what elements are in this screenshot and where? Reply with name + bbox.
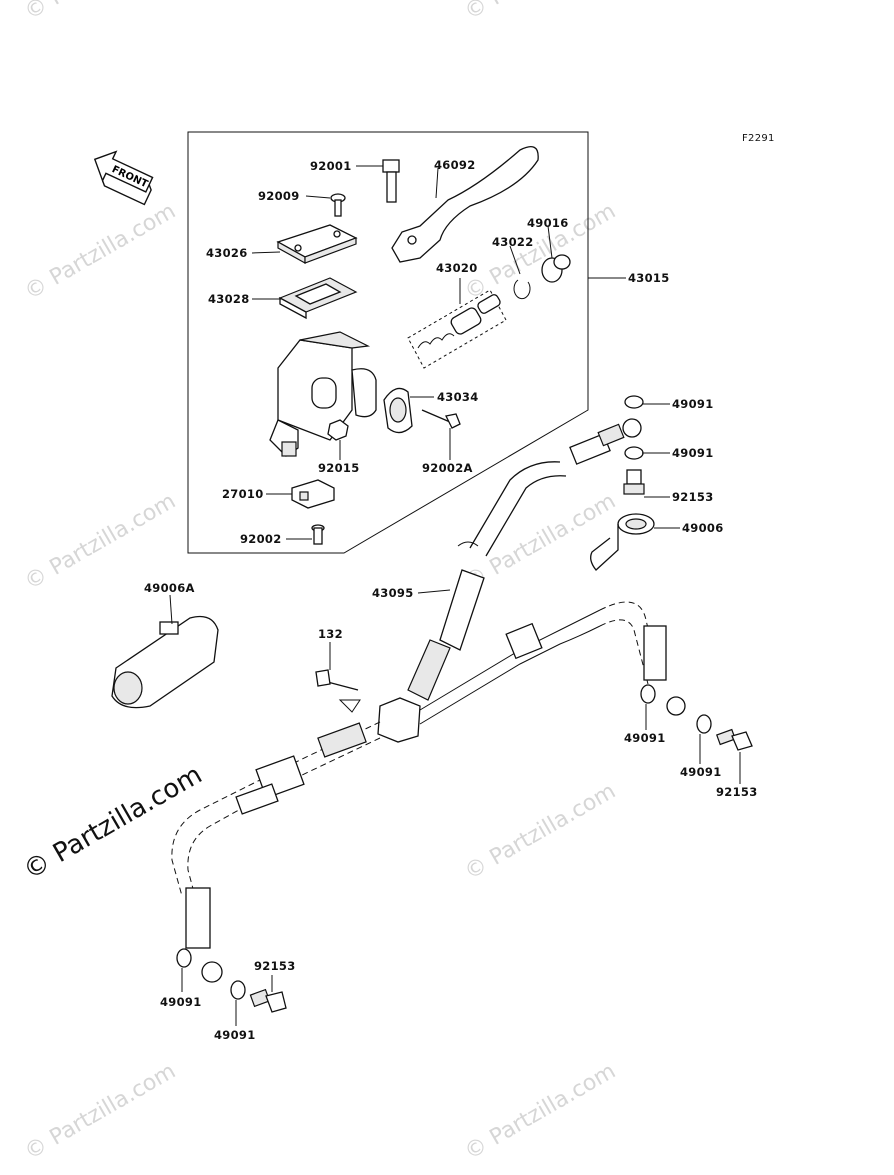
part-92002-screw-icon <box>311 524 325 545</box>
label-49091: 49091 <box>624 731 666 745</box>
label-43022: 43022 <box>492 235 534 249</box>
part-43020-piston-kit-icon <box>407 289 507 369</box>
figure-code: F2291 <box>742 133 775 144</box>
part-92153-bolt-icon <box>716 728 753 751</box>
part-49091-washer-icon <box>176 948 192 968</box>
label-49091: 49091 <box>160 995 202 1009</box>
label-49006A: 49006A <box>144 581 195 595</box>
label-49091: 49091 <box>214 1028 256 1042</box>
part-27010-switch-icon <box>291 479 335 509</box>
front-arrow-icon: FRONT <box>93 150 154 206</box>
watermark-large: © Partzilla.com <box>19 760 208 886</box>
master-cylinder-group-box <box>187 131 589 554</box>
part-92015-nut-icon <box>327 419 349 441</box>
label-92002A: 92002A <box>422 461 473 475</box>
part-43095-brake-hose-icon <box>407 418 642 701</box>
part-49091-washer-icon <box>230 980 246 1000</box>
label-49091: 49091 <box>672 446 714 460</box>
part-43028-diaphragm-icon <box>278 277 358 320</box>
part-49091-washer-icon <box>624 446 644 460</box>
watermark: © Partzilla.com <box>461 779 621 886</box>
part-46092-lever-icon <box>391 146 539 263</box>
part-49006-cap-icon <box>590 513 655 571</box>
label-132: 132 <box>318 627 343 641</box>
watermark: © Partzilla.com <box>461 199 621 306</box>
label-43095: 43095 <box>372 586 414 600</box>
part-49091-washer-icon <box>640 684 656 704</box>
label-43028: 43028 <box>208 292 250 306</box>
part-master-cylinder-body-icon <box>269 331 377 457</box>
label-92002: 92002 <box>240 532 282 546</box>
part-92002A-bolt-icon <box>421 409 461 429</box>
watermark: © Partzilla.com <box>21 489 181 596</box>
part-92153-bolt-icon <box>249 988 287 1013</box>
label-43020: 43020 <box>436 261 478 275</box>
leader-lines <box>169 165 741 1026</box>
watermark: © Partzilla.com <box>461 489 621 596</box>
label-27010: 27010 <box>222 487 264 501</box>
watermark: © Partzilla.com <box>461 1059 621 1166</box>
label-92015: 92015 <box>318 461 360 475</box>
part-92009-screw-icon <box>330 193 346 217</box>
label-92001: 92001 <box>310 159 352 173</box>
label-92153: 92153 <box>716 785 758 799</box>
label-92153: 92153 <box>672 490 714 504</box>
watermark: © Partzilla.com <box>21 1059 181 1166</box>
part-49016-boot-icon <box>541 254 571 283</box>
label-49006: 49006 <box>682 521 724 535</box>
label-49091: 49091 <box>680 765 722 779</box>
lower-brake-line-icon <box>171 601 686 983</box>
part-43034-clamp-icon <box>383 387 413 434</box>
label-43026: 43026 <box>206 246 248 260</box>
watermark: © Partzilla.com <box>21 0 181 25</box>
label-43034: 43034 <box>437 390 479 404</box>
part-92153-bolt-icon <box>623 469 645 495</box>
part-43022-circlip-icon <box>513 279 531 300</box>
label-92153: 92153 <box>254 959 296 973</box>
part-92001-bolt-icon <box>382 159 400 203</box>
label-49091: 49091 <box>672 397 714 411</box>
label-43015: 43015 <box>628 271 670 285</box>
label-46092: 46092 <box>434 158 476 172</box>
part-49006A-cover-icon <box>111 615 219 709</box>
watermark: © Partzilla.com <box>21 199 181 306</box>
part-49091-washer-icon <box>624 395 644 409</box>
label-49016: 49016 <box>527 216 569 230</box>
part-labels: 92001 46092 92009 49016 43022 43026 4302… <box>144 158 758 1042</box>
label-92009: 92009 <box>258 189 300 203</box>
watermark: © Partzilla.com <box>461 0 621 25</box>
part-43026-cap-icon <box>276 224 358 265</box>
part-49091-washer-icon <box>696 714 712 734</box>
